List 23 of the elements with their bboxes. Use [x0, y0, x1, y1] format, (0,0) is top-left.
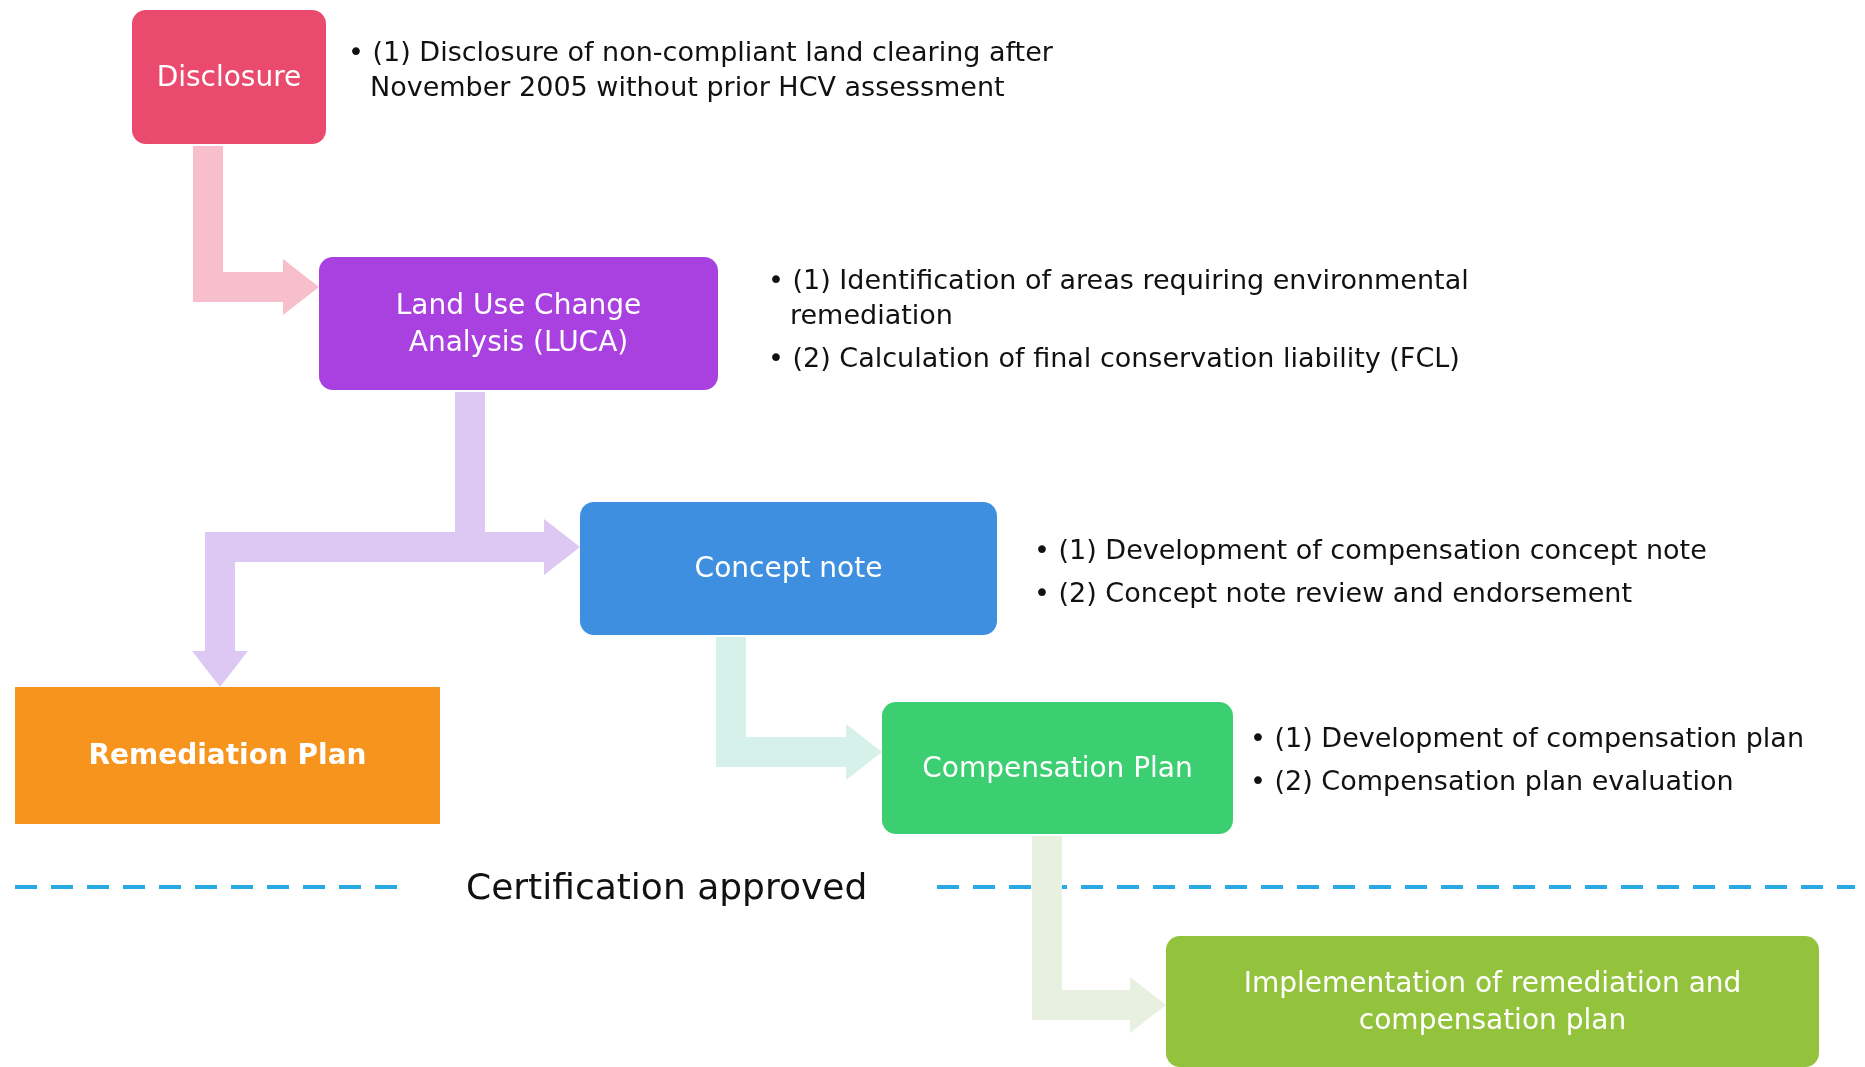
process-box — [15, 687, 440, 824]
bullet-text: • (1) Disclosure of non-compliant land clearing after November 2005 without prior HCV assessment — [348, 35, 1054, 105]
divider-label: Certification approved — [466, 866, 868, 907]
bullet-text: • (1) Identification of areas requiring environmental remediation — [768, 263, 1470, 333]
bullet-text: • (1) Development of compensation plan — [1250, 721, 1806, 755]
process-box — [132, 10, 326, 144]
process-box — [580, 502, 997, 635]
flow-arrow — [716, 637, 882, 780]
bullet-text: • (2) Concept note review and endorsement — [1034, 576, 1634, 611]
process-box — [882, 702, 1233, 834]
process-box — [1166, 936, 1819, 1067]
process-box — [319, 257, 718, 390]
flow-arrow — [1032, 836, 1166, 1033]
flow-arrow — [193, 146, 319, 315]
step-title: Concept note — [694, 550, 883, 587]
step-title: Disclosure — [156, 58, 302, 95]
step-title: Compensation Plan — [922, 749, 1193, 786]
step-title: Remediation Plan — [88, 737, 367, 774]
bullet-text: • (2) Compensation plan evaluation — [1250, 764, 1735, 799]
bullet-text: • (1) Development of compensation concept note — [1034, 533, 1708, 567]
bullet-text: • (2) Calculation of final conservation liability (FCL) — [768, 341, 1461, 376]
step-title: Land Use Change Analysis (LUCA) — [394, 287, 643, 360]
step-title: Implementation of remediation and compensation plan — [1242, 965, 1743, 1038]
